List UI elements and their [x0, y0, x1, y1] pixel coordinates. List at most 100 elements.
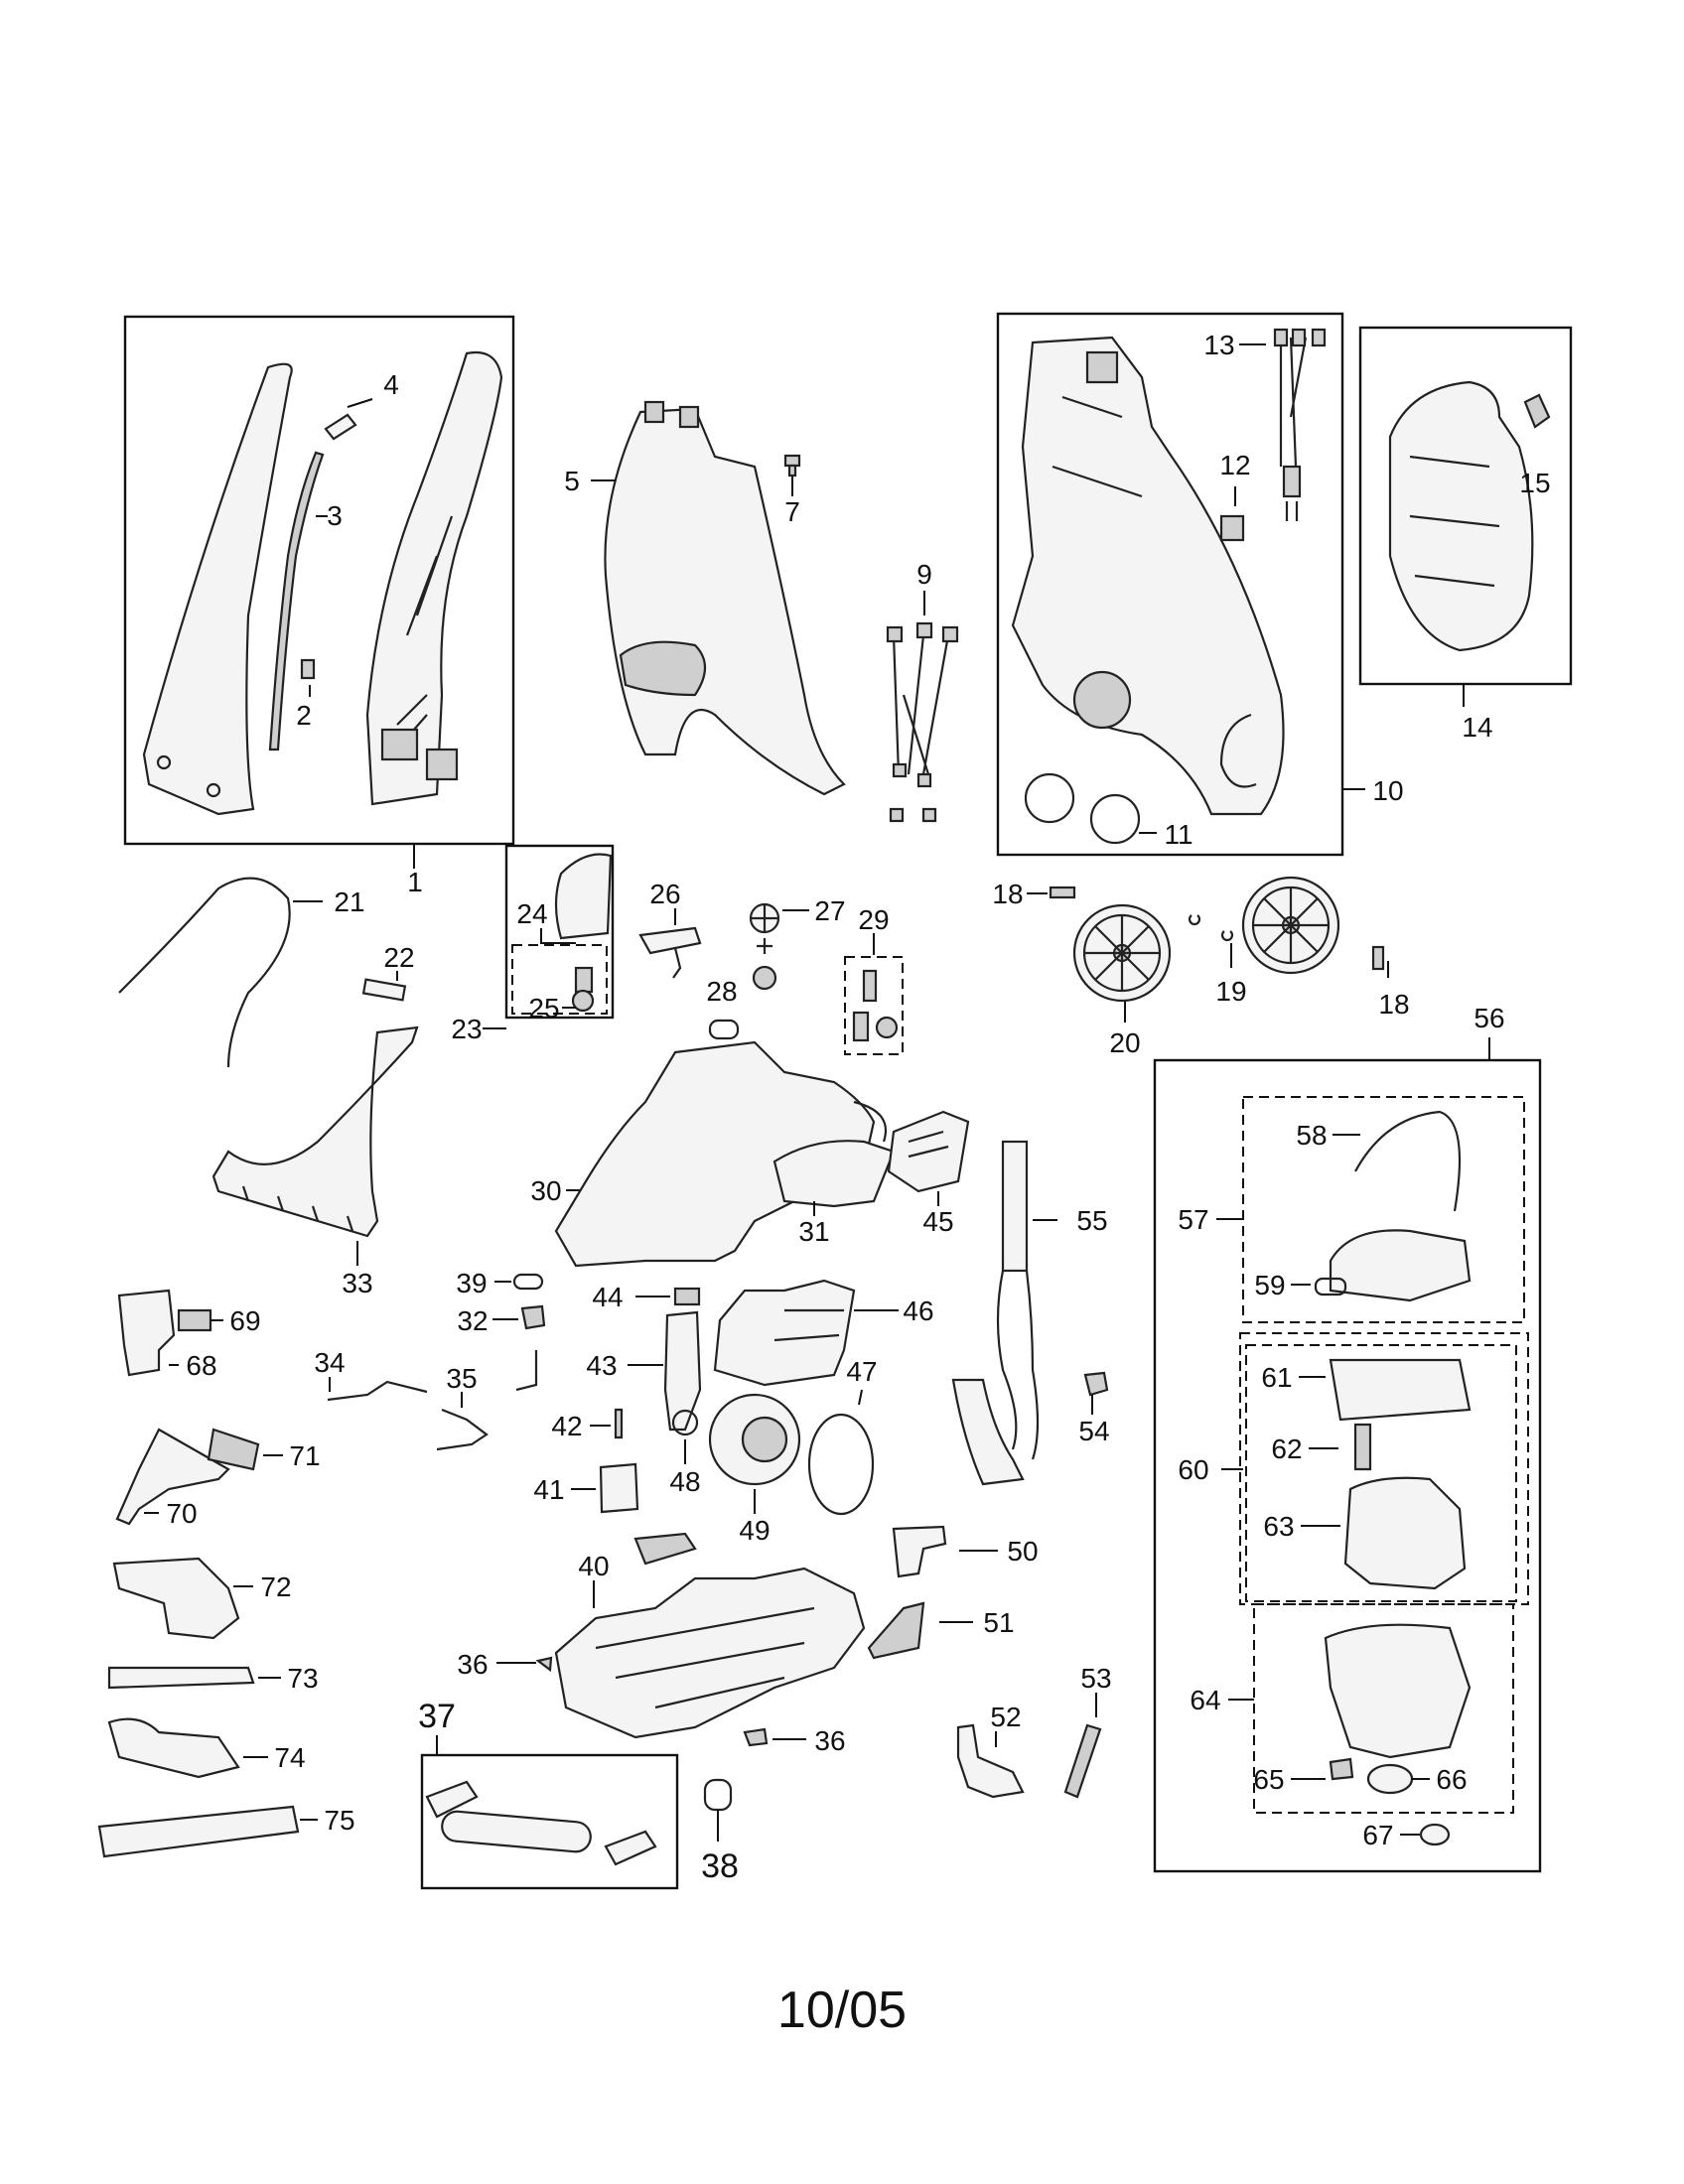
callout-4: 4 — [383, 369, 399, 400]
handle-front-cover — [142, 362, 293, 816]
callout-5: 5 — [564, 466, 580, 496]
callout-57: 57 — [1178, 1204, 1208, 1235]
part-18-axle-left — [1049, 886, 1076, 899]
part-36-clip-b — [743, 1727, 769, 1747]
callout-75: 75 — [324, 1805, 354, 1836]
callout-48: 48 — [669, 1466, 700, 1497]
callout-72: 72 — [260, 1571, 291, 1602]
callout-46: 46 — [903, 1296, 933, 1326]
callout-61: 61 — [1261, 1362, 1292, 1393]
part-50-latch — [892, 1525, 947, 1578]
callout-34: 34 — [314, 1347, 345, 1378]
part-48-duct-seal — [671, 1409, 699, 1436]
callout-27: 27 — [814, 895, 845, 926]
part-7-screw — [783, 454, 801, 496]
callout-24: 24 — [516, 898, 547, 929]
callout-40: 40 — [578, 1551, 609, 1581]
part-13-power-cord — [1239, 328, 1327, 521]
callout-18-left: 18 — [992, 879, 1023, 909]
part-55-riser-tube — [951, 1140, 1057, 1486]
part-21-hose — [118, 877, 291, 1068]
callout-32: 32 — [457, 1305, 488, 1336]
part-15-switch — [1523, 393, 1551, 429]
callout-2: 2 — [296, 700, 312, 731]
callout-47: 47 — [846, 1356, 877, 1387]
part-11-ring-left — [1024, 772, 1075, 824]
part-65-screw — [1329, 1757, 1354, 1781]
callout-62: 62 — [1271, 1433, 1302, 1464]
part-38-belt — [703, 1778, 733, 1812]
callout-43: 43 — [586, 1350, 617, 1381]
part-18-axle-right — [1371, 945, 1385, 971]
callout-3: 3 — [327, 500, 343, 531]
callout-30: 30 — [530, 1175, 561, 1206]
part-52-pump-nozzle — [956, 1723, 1025, 1799]
brush-roll-group — [420, 1735, 679, 1890]
part-74-hand-tool — [107, 1717, 240, 1779]
part-34-rod — [327, 1380, 428, 1402]
part-32-pushrod — [515, 1350, 538, 1392]
callout-64: 64 — [1190, 1685, 1220, 1715]
part-32-valve-body — [520, 1304, 546, 1330]
part-35-linkage — [436, 1408, 489, 1451]
callout-67: 67 — [1362, 1820, 1393, 1850]
part-51-bracket — [867, 1601, 925, 1660]
part-22-latch — [361, 978, 407, 1002]
handle-assembly-frame — [123, 315, 515, 846]
callout-50: 50 — [1007, 1536, 1038, 1567]
callout-42: 42 — [551, 1411, 582, 1441]
part-67-washer — [1419, 1823, 1451, 1846]
part-54-connector — [1083, 1371, 1109, 1397]
callout-14: 14 — [1462, 712, 1492, 743]
callout-54: 54 — [1078, 1416, 1109, 1446]
callout-45: 45 — [922, 1206, 953, 1237]
part-42-pin — [614, 1408, 624, 1439]
callout-66: 66 — [1436, 1764, 1467, 1795]
callout-7: 7 — [784, 496, 800, 527]
handle-spring — [300, 658, 316, 680]
callout-53: 53 — [1080, 1663, 1111, 1694]
lower-housing-group — [996, 312, 1365, 857]
callout-51: 51 — [983, 1607, 1014, 1638]
housing-cover-group — [1358, 326, 1573, 707]
part-19-clip-a — [1188, 914, 1201, 926]
tank-handle-frame — [504, 844, 615, 1020]
part-58-handle-band — [1354, 1110, 1462, 1212]
part-73-crevice-tool — [107, 1666, 255, 1690]
callout-41: 41 — [533, 1474, 564, 1505]
part-10-bearing-port — [1072, 670, 1132, 730]
part-31-rear-fender — [772, 1140, 896, 1208]
part-41-pump — [599, 1462, 639, 1514]
part-10-motor-housing — [1011, 336, 1285, 816]
part-36-clip-a — [535, 1656, 553, 1673]
part-59-seal — [1314, 1277, 1347, 1297]
tank-assembly-frame — [1153, 1058, 1542, 1873]
callout-44: 44 — [592, 1282, 623, 1312]
part-26-release-lever — [638, 926, 702, 955]
callout-23: 23 — [451, 1014, 482, 1044]
callout-35: 35 — [446, 1363, 477, 1394]
handle-cord-channel — [268, 451, 325, 751]
callout-15: 15 — [1519, 468, 1550, 498]
callout-26: 26 — [649, 879, 680, 909]
part-9-wire-harness — [886, 591, 959, 823]
callout-18-right: 18 — [1378, 989, 1409, 1020]
callout-74: 74 — [274, 1742, 305, 1773]
part-61-bracket — [1329, 1358, 1472, 1422]
part-33-front-nozzle — [211, 1025, 419, 1238]
callout-39: 39 — [456, 1268, 487, 1298]
callout-labels: 1 2 3 4 5 7 9 10 11 12 13 14 15 18 18 19… — [166, 330, 1550, 1885]
callout-36-bottom: 36 — [814, 1725, 845, 1756]
part-63-tank — [1343, 1476, 1467, 1590]
callout-25: 25 — [528, 993, 559, 1024]
part-40-latch — [633, 1532, 697, 1566]
handle-rear-cover — [365, 350, 503, 806]
part-72-turbo-tool — [112, 1557, 240, 1640]
lower-housing-frame — [996, 312, 1344, 857]
accessory-tools-group — [97, 1289, 318, 1858]
callout-70: 70 — [166, 1498, 197, 1529]
callout-28: 28 — [706, 976, 737, 1007]
brush-roll-frame — [420, 1753, 679, 1890]
callout-21: 21 — [334, 887, 364, 917]
